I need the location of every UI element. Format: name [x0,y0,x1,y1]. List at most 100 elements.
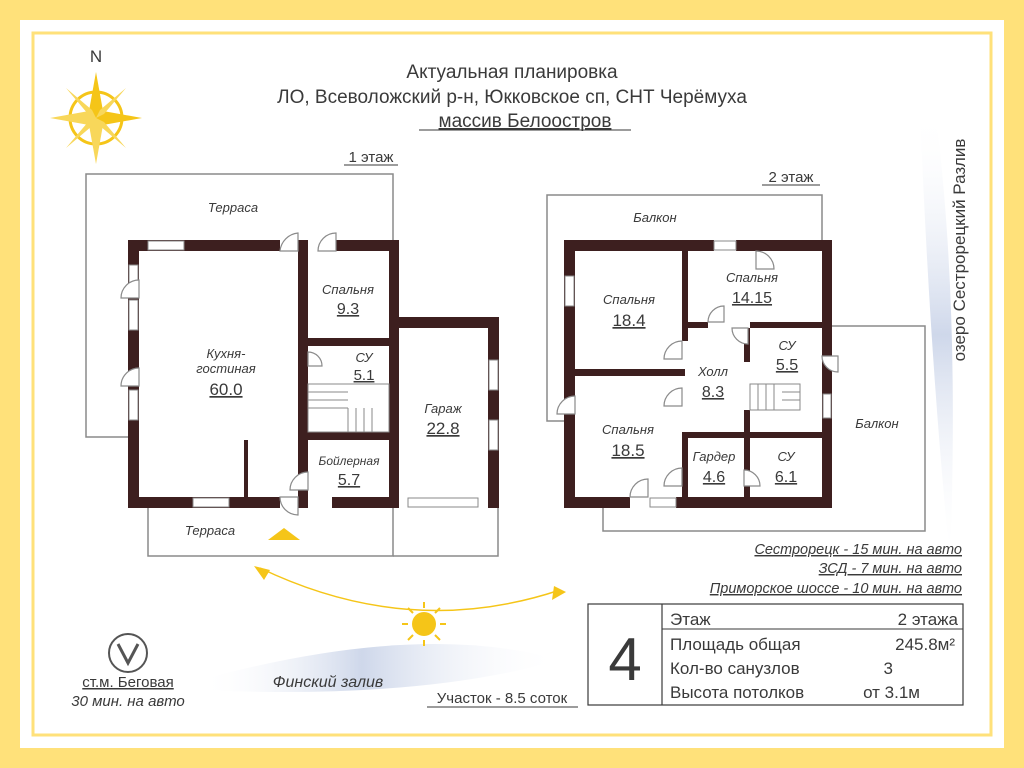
compass-icon [50,72,142,164]
page-title: Актуальная планировка [406,62,618,83]
floor-2-label: 2 этаж [769,169,814,186]
wall-right [389,240,399,508]
door-wc [307,351,323,367]
sun-path-arrow-right-icon [552,586,566,600]
door-bedroom [317,232,337,252]
room-garage-name: Гараж [424,401,462,416]
window-left-2 [128,299,139,331]
door-terrace-top [279,232,299,252]
f2-door-bedroom-2 [663,387,683,407]
terrace-top-label: Терраса [208,200,258,215]
f2-room-bedroom-3-name: Спальня [726,270,778,285]
stairs-floor-1 [307,383,390,433]
info-value-floors: 2 этажа [898,610,959,629]
f2-wall-vertical-2 [682,432,688,498]
balcony-top-outline [546,194,823,422]
f2-wall-top-b [736,240,832,251]
f2-room-wc-2-area: 6.1 [775,469,797,486]
f2-wall-top-a [564,240,714,251]
wall-bedroom-bottom [308,338,389,346]
distance-2: ЗСД - 7 мин. на авто [819,561,962,577]
room-kitchen-name-1: Кухня- [207,346,247,361]
room-bedroom-area: 9.3 [337,301,359,318]
terrace-bottom-label: Терраса [185,523,235,538]
house-number: 4 [608,626,641,693]
balcony-top-label: Балкон [633,210,676,225]
distance-1: Сестрорецк - 15 мин. на авто [754,542,962,558]
f2-wall-dressing-top [688,432,744,438]
f2-room-bedroom-1-name: Спальня [603,292,655,307]
f2-door-bedroom-1 [663,340,683,360]
f2-door-bedroom-2b [629,478,649,498]
f2-door-bedroom-3 [755,250,775,270]
window-garage-2 [488,419,499,451]
f2-wall-wc2-left [744,410,750,498]
terrace-top-outline [85,173,394,438]
floor-1-plan: 1 этаж [85,149,499,557]
floor-2-plan: 2 этаж [546,169,926,532]
f2-room-wc-1-name: СУ [779,338,798,353]
f2-window-left [564,275,575,307]
balcony-right-label: Балкон [855,416,898,431]
wall-middle [298,240,308,508]
f2-door-balcony-right [821,355,839,373]
metro-time: 30 мин. на авто [71,693,185,710]
inner-frame-line [31,31,993,737]
f2-door-dressing [663,467,683,487]
f2-wall-bottom-a [564,497,630,508]
kitchen-partition [244,440,248,500]
info-value-bathrooms: 3 [884,659,893,678]
plot-label: Участок - 8.5 соток [437,690,568,707]
room-boiler-name: Бойлерная [319,454,381,468]
compass-north-label: N [90,47,102,66]
f2-window-right [822,393,832,419]
f2-wall-right [822,240,832,508]
distance-3: Приморское шоссе - 10 мин. на авто [710,581,962,597]
f2-door-wc-2 [743,469,761,487]
room-boiler-area: 5.7 [338,472,360,489]
balcony-right-outline [602,325,926,532]
f2-wall-bottom-b [676,497,832,508]
f2-wall-hall-top [688,322,708,328]
gulf-label: Финский залив [273,674,383,691]
window-garage-1 [488,359,499,391]
garage-wall-top [389,317,499,328]
metro-station: ст.м. Беговая [82,674,173,691]
wall-top-a [128,240,280,251]
f2-room-hall-name: Холл [697,364,729,379]
lake-label: озеро Сестрорецкий Разлив [950,139,969,362]
door-left-1 [120,279,140,299]
info-label-bathrooms: Кол-во санузлов [670,659,800,678]
address-line: ЛО, Всеволожский р-н, Юкковское сп, СНТ … [277,87,747,108]
f2-door-wc-1 [731,327,749,345]
info-label-area: Площадь общая [670,635,801,654]
f2-wall-left [564,240,575,508]
info-label-ceiling: Высота потолков [670,683,804,702]
f2-door-balcony-left [556,395,576,415]
door-entrance [279,496,299,516]
f2-wall-wc2-top [750,432,822,438]
sun-icon [402,602,446,646]
lake-water-shape [920,110,953,560]
f2-wall-wc1-top [750,322,822,328]
floor-1-label: 1 этаж [349,149,394,166]
info-value-ceiling: от 3.1м [863,683,920,702]
window-left-3 [128,389,139,421]
f2-room-dressing-area: 4.6 [703,469,725,486]
window-bottom [192,497,230,508]
wall-bottom-b [332,497,398,508]
f2-wall-wc1-left [744,328,750,362]
metro-icon [108,633,148,673]
f2-room-bedroom-2-name: Спальня [602,422,654,437]
window-top [147,240,185,251]
f2-room-wc-2-name: СУ [778,449,797,464]
f2-room-hall-area: 8.3 [702,384,724,401]
info-table: 4 Этаж 2 этажа Площадь общая 245.8м² Кол… [587,603,964,706]
wall-boiler-top [308,432,389,440]
room-kitchen-area: 60.0 [209,380,242,399]
entrance-arrow-icon [268,528,300,540]
gulf-water-shape [200,644,560,692]
garage-wall-right [488,317,499,508]
